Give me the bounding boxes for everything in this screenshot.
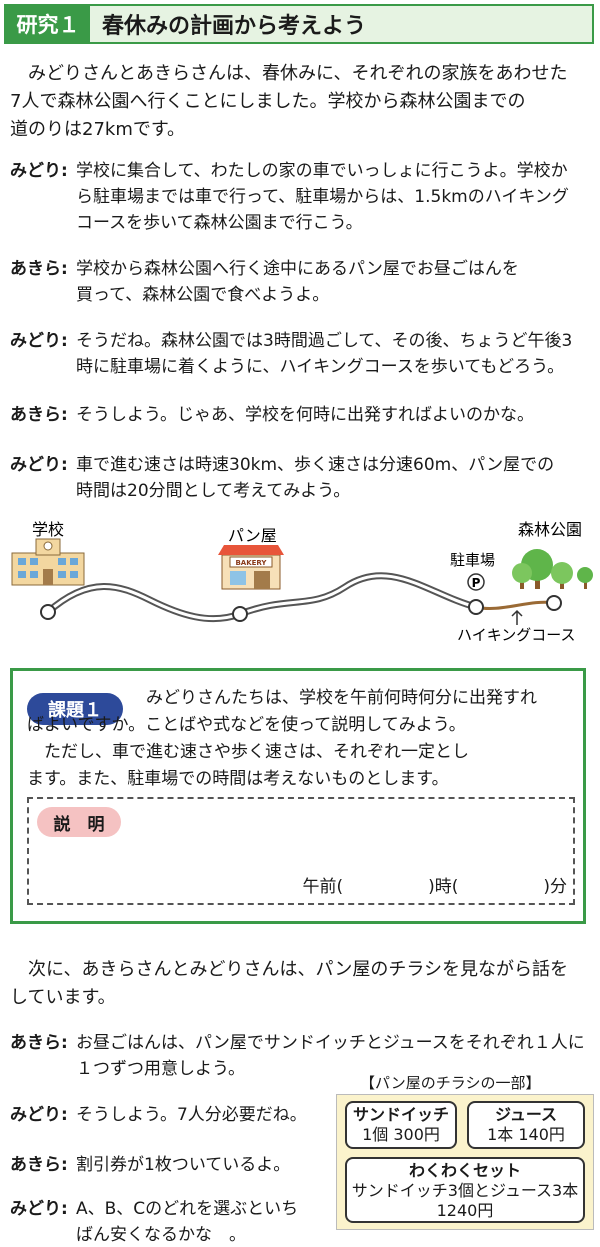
speaker-label: あきら: — [10, 259, 68, 279]
dialog-entry: みどり: 学校に集合して、わたしの家の車でいっしょに行こうよ。学校か ら駐車場ま… — [10, 158, 595, 236]
intro-line: みどりさんとあきらさんは、春休みに、それぞれの家族をあわせた — [28, 63, 568, 84]
school-label: 学校 — [32, 520, 64, 539]
juice-price: 1本 140円 — [487, 1125, 565, 1144]
set-desc: サンドイッチ3個とジュース3本 — [351, 1181, 579, 1200]
speech-line: 割引券が1枚ついているよ。 — [76, 1155, 291, 1175]
bakery-flyer: サンドイッチ 1個 300円 ジュース 1本 140円 わくわくセット サンドイ… — [336, 1094, 594, 1230]
intro2-line: 次に、あきらさんとみどりさんは、パン屋のチラシを見ながら話を — [28, 959, 568, 980]
dialog-entry: みどり: A、B、Cのどれを選ぶといち ばん安くなるかな 。 — [10, 1196, 330, 1247]
speech-line: 時に駐車場に着くように、ハイキングコースを歩いてもどろう。 — [76, 357, 565, 377]
intro2-paragraph: 次に、あきらさんとみどりさんは、パン屋のチラシを見ながら話を しています。 — [10, 956, 590, 1012]
flyer-title: 【パン屋のチラシの一部】 — [360, 1074, 541, 1092]
sandwich-name: サンドイッチ — [352, 1105, 449, 1124]
speech-line: 学校に集合して、わたしの家の車でいっしょに行こうよ。学校か — [76, 161, 568, 181]
speaker-label: あきら: — [10, 1155, 68, 1175]
task-line: ます。また、駐車場での時間は考えないものとします。 — [27, 769, 449, 789]
section-title: 春休みの計画から考えよう — [102, 14, 367, 39]
intro-line: 7人で森林公園へ行くことにしました。学校から森林公園までの — [10, 91, 526, 112]
sandwich-price: 1個 300円 — [362, 1125, 440, 1144]
route-map-svg: 学校 BAKERY パン屋 駐車場 P — [11, 520, 593, 644]
intro-line: 道のりは27kmです。 — [10, 119, 186, 140]
speaker-label: みどり: — [10, 1105, 68, 1125]
speech-line: コースを歩いて森林公園まで行こう。 — [76, 213, 363, 233]
park-label: 森林公園 — [518, 520, 582, 539]
dialog-entry: あきら: 学校から森林公園へ行く途中にあるパン屋でお昼ごはんを 買って、森林公園… — [10, 256, 595, 308]
speech-line: そうしよう。7人分必要だね。 — [76, 1105, 307, 1125]
park-point — [546, 595, 562, 611]
task-line: ばよいですか。ことばや式などを使って説明してみよう。 — [27, 715, 466, 735]
speech-line: A、B、Cのどれを選ぶといち — [76, 1199, 299, 1219]
hiking-label: ハイキングコース — [457, 626, 576, 644]
dialog-entry: あきら: お昼ごはんは、パン屋でサンドイッチとジュースをそれぞれ１人に １つずつ… — [10, 1030, 595, 1082]
speaker-label: みどり: — [10, 455, 68, 475]
bakery-icon — [218, 545, 284, 590]
speaker-label: あきら: — [10, 1033, 68, 1053]
dialog-entry: みどり: そうしよう。7人分必要だね。 — [10, 1102, 330, 1128]
set-price: 1240円 — [436, 1201, 494, 1220]
parking-sign-icon — [467, 573, 485, 591]
bakery-label: パン屋 — [228, 526, 277, 545]
bakery-sign: BAKERY — [235, 559, 267, 567]
task-line: みどりさんたちは、学校を午前何時何分に出発すれ — [146, 688, 537, 708]
speaker-label: みどり: — [10, 331, 68, 351]
parking-label: 駐車場 — [450, 551, 495, 569]
speech-line: そうだね。森林公園では3時間過ごして、その後、ちょうど午後3 — [76, 331, 573, 351]
parking-point — [468, 599, 484, 615]
task-box: 課題１ みどりさんたちは、学校を午前何時何分に出発すれ ばよいですか。ことばや式… — [10, 668, 586, 924]
set-name: わくわくセット — [408, 1161, 521, 1180]
speech-line: そうしよう。じゃあ、学校を何時に出発すればよいのかな。 — [76, 405, 534, 425]
section-tag: 研究１ — [6, 6, 90, 42]
speaker-label: みどり: — [10, 161, 68, 181]
explanation-area[interactable]: 説 明 午前( )時( )分 — [27, 797, 575, 905]
speech-line: 車で進む速さは時速30km、歩く速さは分速60m、パン屋での — [76, 455, 555, 475]
task-text: みどりさんたちは、学校を午前何時何分に出発すれ — [129, 685, 575, 712]
speech-line: ばん安くなるかな 。 — [76, 1225, 246, 1245]
explanation-badge: 説 明 — [37, 807, 121, 837]
up-arrow-icon — [511, 609, 523, 625]
sandwich-box: サンドイッチ 1個 300円 — [345, 1101, 457, 1149]
task-line: ただし、車で進む速さや歩く速さは、それぞれ一定とし — [27, 742, 469, 762]
speaker-label: みどり: — [10, 1199, 68, 1219]
trees-icon — [512, 549, 593, 589]
speech-line: 学校から森林公園へ行く途中にあるパン屋でお昼ごはんを — [76, 259, 519, 279]
dialog-entry: みどり: そうだね。森林公園では3時間過ごして、その後、ちょうど午後3 時に駐車… — [10, 328, 595, 380]
speech-line: １つずつ用意しよう。 — [76, 1059, 245, 1079]
intro-paragraph: みどりさんとあきらさんは、春休みに、それぞれの家族をあわせた 7人で森林公園へ行… — [10, 60, 590, 144]
route-map: 学校 BAKERY パン屋 駐車場 P — [0, 515, 600, 645]
dialog-entry: あきら: 割引券が1枚ついているよ。 — [10, 1152, 330, 1178]
task-text-continued: ばよいですか。ことばや式などを使って説明してみよう。 ただし、車で進む速さや歩く… — [27, 712, 575, 793]
speech-line: 時間は20分間として考えてみよう。 — [76, 481, 351, 501]
dialog-entry: みどり: 車で進む速さは時速30km、歩く速さは分速60m、パン屋での 時間は2… — [10, 452, 595, 504]
intro2-line: しています。 — [10, 987, 116, 1008]
answer-blank[interactable]: 午前( )時( )分 — [302, 877, 567, 897]
school-icon — [11, 538, 85, 586]
section-header: 研究１ 春休みの計画から考えよう — [4, 4, 594, 44]
speech-line: 買って、森林公園で食べようよ。 — [76, 285, 330, 305]
juice-box: ジュース 1本 140円 — [467, 1101, 585, 1149]
set-box: わくわくセット サンドイッチ3個とジュース3本 1240円 — [345, 1157, 585, 1223]
dialog-entry: あきら: そうしよう。じゃあ、学校を何時に出発すればよいのかな。 — [10, 402, 595, 428]
hiking-trail — [475, 600, 555, 611]
parking-sign: P — [472, 576, 481, 590]
speaker-label: あきら: — [10, 405, 68, 425]
speech-line: ら駐車場までは車で行って、駐車場からは、1.5kmのハイキング — [76, 187, 569, 207]
juice-name: ジュース — [494, 1105, 558, 1124]
school-point — [40, 604, 56, 620]
task-badge: 課題１ — [27, 693, 123, 725]
bakery-point — [232, 606, 248, 622]
speech-line: お昼ごはんは、パン屋でサンドイッチとジュースをそれぞれ１人に — [76, 1033, 585, 1053]
